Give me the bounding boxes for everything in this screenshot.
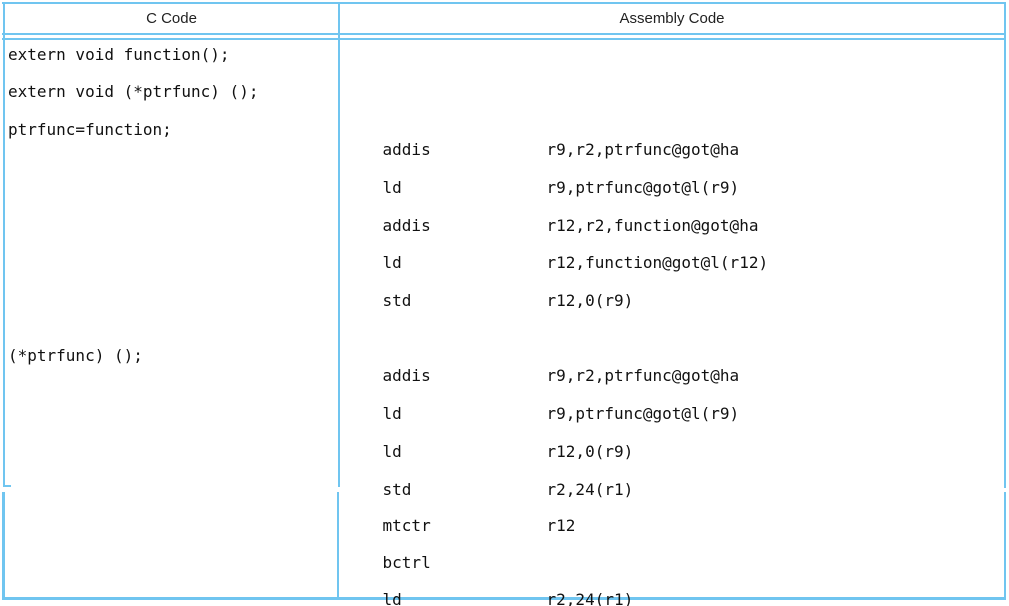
assembly-operands: r12,0(r9) — [546, 442, 634, 461]
assembly-mnemonic: addis — [382, 216, 431, 235]
assembly-operands: r12,0(r9) — [546, 291, 634, 310]
assembly-mnemonic: std — [382, 480, 412, 499]
assembly-line: std r12,0(r9) — [344, 271, 634, 310]
column-divider-lower — [337, 492, 339, 597]
table-top-border — [2, 2, 1006, 4]
assembly-line: addis r9,r2,ptrfunc@got@ha — [344, 120, 740, 159]
assembly-mnemonic: bctrl — [382, 553, 431, 572]
header-divider-line-upper — [2, 33, 1006, 35]
header-divider-line-lower — [2, 38, 1006, 40]
assembly-mnemonic: ld — [382, 590, 402, 606]
assembly-operands: r2,24(r1) — [546, 590, 634, 606]
assembly-line: std r2,24(r1) — [344, 460, 634, 499]
c-code-line: extern void (*ptrfunc) (); — [8, 82, 259, 101]
assembly-code-column-header: Assembly Code — [619, 10, 725, 27]
assembly-mnemonic: ld — [382, 404, 402, 423]
assembly-operands: r9,r2,ptrfunc@got@ha — [546, 140, 740, 159]
assembly-line: bctrl — [344, 533, 547, 572]
assembly-operands: r12,r2,function@got@ha — [546, 216, 759, 235]
assembly-mnemonic: ld — [382, 253, 402, 272]
assembly-mnemonic: ld — [382, 442, 402, 461]
assembly-line: addis r12,r2,function@got@ha — [344, 196, 759, 235]
assembly-mnemonic: mtctr — [382, 516, 431, 535]
assembly-operands: r12 — [546, 516, 576, 535]
assembly-operands: r2,24(r1) — [546, 480, 634, 499]
assembly-mnemonic: ld — [382, 178, 402, 197]
assembly-line: ld r12,function@got@l(r12) — [344, 233, 769, 272]
column-divider-upper — [338, 2, 340, 487]
c-code-line: extern void function(); — [8, 45, 230, 64]
assembly-mnemonic: std — [382, 291, 412, 310]
assembly-line: ld r12,0(r9) — [344, 422, 634, 461]
assembly-operands: r9,ptrfunc@got@l(r9) — [546, 178, 740, 197]
assembly-line: addis r9,r2,ptrfunc@got@ha — [344, 346, 740, 385]
table-left-border-upper — [3, 2, 5, 487]
table-right-border-lower — [1004, 492, 1006, 597]
assembly-line: mtctr r12 — [344, 496, 576, 535]
assembly-mnemonic: addis — [382, 140, 431, 159]
table-right-border-upper — [1004, 2, 1006, 488]
assembly-operands: r9,r2,ptrfunc@got@ha — [546, 366, 740, 385]
table-bottom-border — [2, 597, 1006, 600]
assembly-line: ld r9,ptrfunc@got@l(r9) — [344, 384, 740, 423]
c-code-line: ptrfunc=function; — [8, 120, 172, 139]
table-left-border-foot — [3, 485, 11, 487]
assembly-operands: r12,function@got@l(r12) — [546, 253, 769, 272]
assembly-operands: r9,ptrfunc@got@l(r9) — [546, 404, 740, 423]
assembly-line: ld r9,ptrfunc@got@l(r9) — [344, 158, 740, 197]
assembly-mnemonic: addis — [382, 366, 431, 385]
c-code-line: (*ptrfunc) (); — [8, 346, 143, 365]
assembly-line: ld r2,24(r1) — [344, 570, 634, 606]
c-code-column-header: C Code — [146, 10, 197, 27]
table-left-border-lower — [2, 492, 5, 600]
